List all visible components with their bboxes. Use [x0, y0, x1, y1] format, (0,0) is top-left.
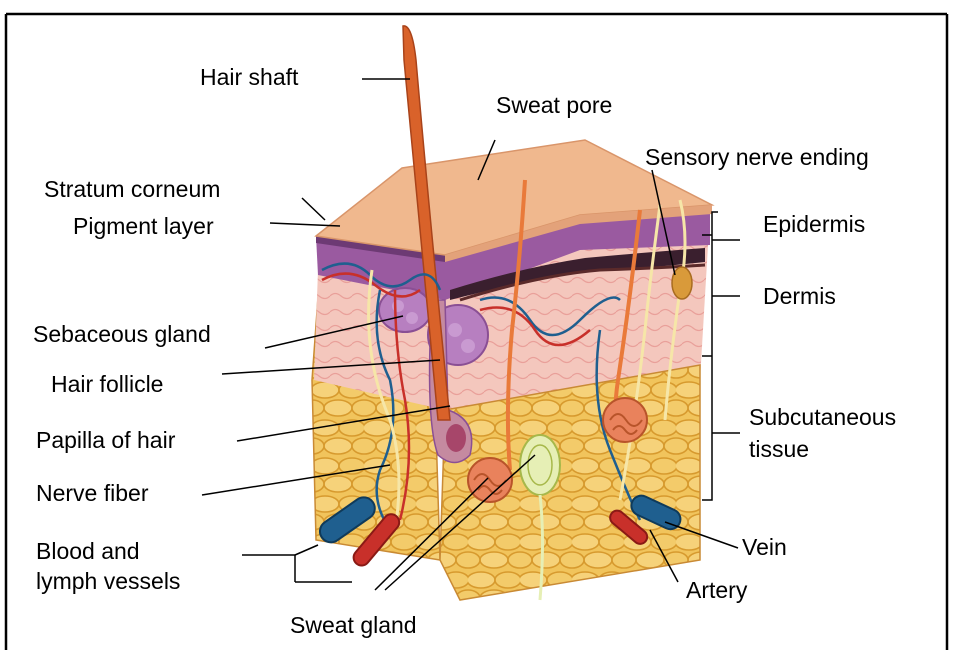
label-epidermis: Epidermis [763, 211, 865, 238]
label-hair-shaft: Hair shaft [200, 64, 298, 91]
label-sweat-pore: Sweat pore [496, 92, 612, 119]
label-nerve-fiber: Nerve fiber [36, 480, 148, 507]
label-sebaceous-gland: Sebaceous gland [33, 321, 211, 348]
label-blood-lymph-line1: Blood and [36, 538, 140, 565]
layer-bracket [702, 212, 740, 500]
label-vein: Vein [742, 534, 787, 561]
right-tissue-block [440, 212, 710, 600]
label-papilla-of-hair: Papilla of hair [36, 427, 175, 454]
label-artery: Artery [686, 577, 747, 604]
label-subcutaneous-tissue-line1: Subcutaneous [749, 404, 896, 431]
label-subcutaneous-tissue-line2: tissue [749, 436, 809, 463]
label-dermis: Dermis [763, 283, 836, 310]
label-stratum-corneum: Stratum corneum [44, 176, 220, 203]
label-pigment-layer: Pigment layer [73, 213, 214, 240]
label-sensory-nerve-ending: Sensory nerve ending [645, 144, 869, 171]
label-hair-follicle: Hair follicle [51, 371, 163, 398]
label-sweat-gland: Sweat gland [290, 612, 417, 639]
label-blood-lymph-line2: lymph vessels [36, 568, 180, 595]
